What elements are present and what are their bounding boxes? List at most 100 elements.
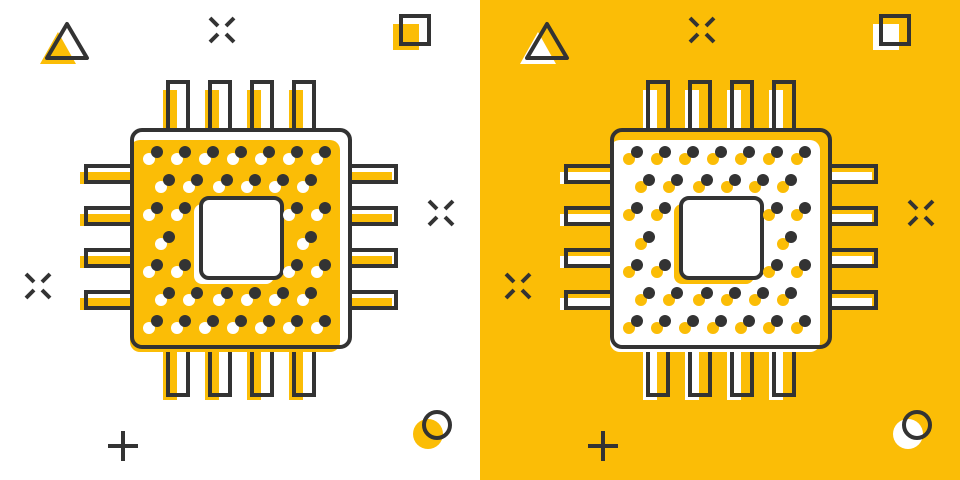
- dot-shadow: [763, 322, 775, 334]
- dot-shadow: [155, 294, 167, 306]
- dot: [799, 146, 811, 158]
- dot-shadow: [663, 181, 675, 193]
- dot: [151, 315, 163, 327]
- dot: [659, 202, 671, 214]
- dot-shadow: [255, 322, 267, 334]
- dot: [319, 146, 331, 158]
- dot-shadow: [183, 294, 195, 306]
- dot-shadow: [635, 181, 647, 193]
- chip-body-outline: [130, 128, 352, 349]
- sparkle-stroke: [208, 16, 220, 28]
- sparkle-stroke: [40, 272, 52, 284]
- dot: [757, 174, 769, 186]
- dot-shadow: [255, 153, 267, 165]
- dot-shadow: [679, 322, 691, 334]
- dot: [799, 315, 811, 327]
- dot-shadow: [735, 153, 747, 165]
- dot: [771, 259, 783, 271]
- microchip-icon: [80, 80, 398, 400]
- dot: [701, 174, 713, 186]
- plus-icon: [588, 431, 618, 461]
- dot: [249, 287, 261, 299]
- dot-shadow: [143, 322, 155, 334]
- sparkle-stroke: [520, 272, 532, 284]
- dot: [643, 287, 655, 299]
- dot: [799, 259, 811, 271]
- sparkle-stroke: [704, 16, 716, 28]
- dot: [291, 315, 303, 327]
- dot-shadow: [777, 181, 789, 193]
- dot: [785, 174, 797, 186]
- dot: [263, 315, 275, 327]
- sparkle-stroke: [427, 199, 439, 211]
- dot: [151, 259, 163, 271]
- dot-shadow: [651, 266, 663, 278]
- dot: [671, 174, 683, 186]
- dot-shadow: [311, 322, 323, 334]
- dot: [221, 287, 233, 299]
- dot: [771, 146, 783, 158]
- dot: [305, 231, 317, 243]
- triangle-icon: [40, 22, 89, 64]
- dot-shadow: [635, 238, 647, 250]
- dot-shadow: [791, 322, 803, 334]
- triangle-icon: [520, 22, 569, 64]
- sparkle-stroke: [923, 199, 935, 211]
- cross-sparkle-icon: [24, 272, 52, 300]
- dot: [743, 315, 755, 327]
- dot: [291, 146, 303, 158]
- dot: [631, 259, 643, 271]
- dot: [659, 146, 671, 158]
- dot-shadow: [227, 153, 239, 165]
- dot-shadow: [143, 266, 155, 278]
- dot-shadow: [623, 266, 635, 278]
- dot-shadow: [651, 322, 663, 334]
- dot-shadow: [735, 322, 747, 334]
- dot: [291, 259, 303, 271]
- dot-shadow: [171, 266, 183, 278]
- cross-sparkle-icon: [208, 16, 236, 44]
- sparkle-stroke: [907, 215, 919, 227]
- dot: [729, 174, 741, 186]
- dot: [249, 174, 261, 186]
- dot-shadow: [693, 294, 705, 306]
- dot-shadow: [227, 322, 239, 334]
- dot: [659, 315, 671, 327]
- dot-shadow: [155, 181, 167, 193]
- dot: [715, 146, 727, 158]
- dot-shadow: [283, 322, 295, 334]
- sparkle-stroke: [504, 288, 516, 300]
- dot: [191, 287, 203, 299]
- dot: [305, 174, 317, 186]
- dot: [743, 146, 755, 158]
- dot-shadow: [651, 209, 663, 221]
- dot-shadow: [283, 153, 295, 165]
- dot: [643, 231, 655, 243]
- dot: [191, 174, 203, 186]
- dot-shadow: [623, 322, 635, 334]
- dot-shadow: [241, 181, 253, 193]
- chip-body-outline: [610, 128, 832, 349]
- circle-outline: [422, 410, 452, 440]
- dot: [235, 146, 247, 158]
- sparkle-stroke: [224, 16, 236, 28]
- sparkle-stroke: [443, 215, 455, 227]
- dot-shadow: [707, 153, 719, 165]
- core-die: [199, 196, 284, 280]
- dot: [799, 202, 811, 214]
- dot: [631, 315, 643, 327]
- dot-shadow: [721, 294, 733, 306]
- dot: [729, 287, 741, 299]
- dot-shadow: [663, 294, 675, 306]
- right-panel: [480, 0, 960, 480]
- dot: [163, 174, 175, 186]
- dot-shadow: [171, 153, 183, 165]
- dot: [277, 287, 289, 299]
- dot-shadow: [171, 209, 183, 221]
- dot-shadow: [635, 294, 647, 306]
- triangle-outline: [45, 22, 89, 60]
- dot: [277, 174, 289, 186]
- cross-sparkle-icon: [907, 199, 935, 227]
- sparkle-stroke: [504, 272, 516, 284]
